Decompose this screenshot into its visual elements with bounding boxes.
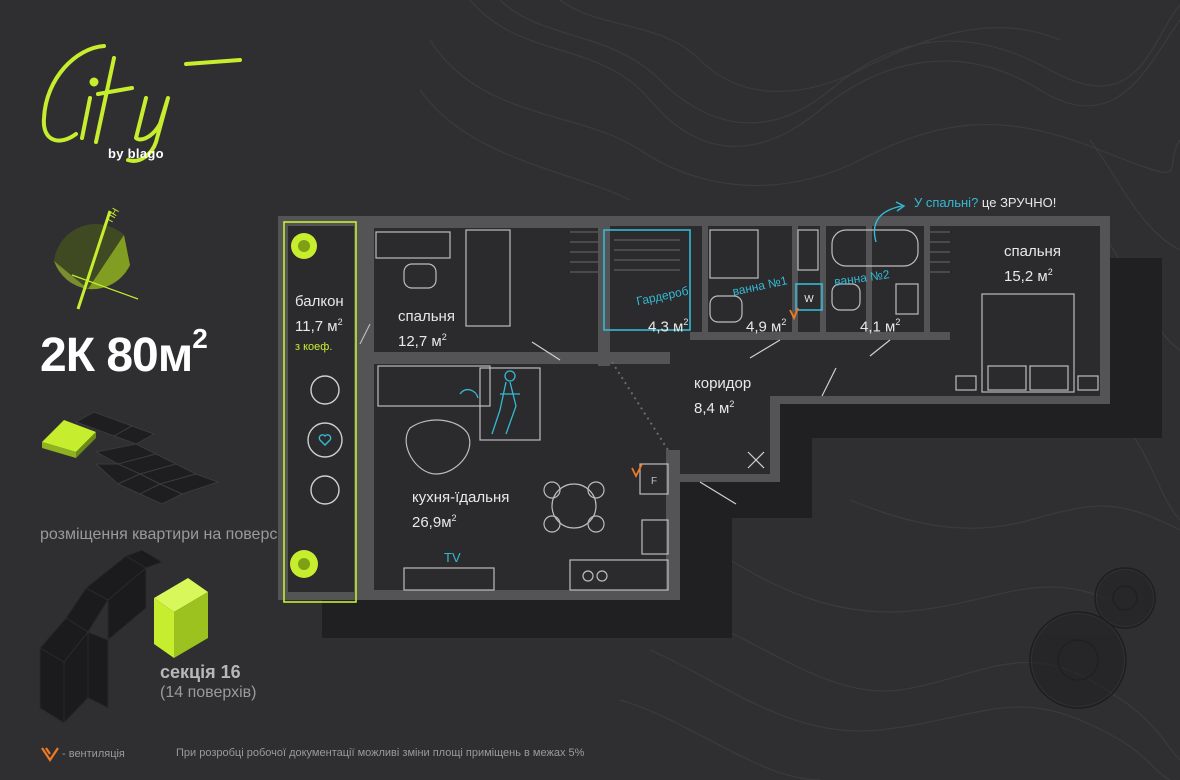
flat-type-title: 2К 80м2 [40,323,208,383]
bath-1-area-value: 4,9 м [746,318,782,336]
corridor-name: коридор [694,375,752,392]
flat-type-sup: 2 [192,323,208,354]
logo-subtitle: by blago [108,146,164,161]
balcony-name: балкон [295,293,344,310]
room-kitchen: кухня-їдальня 26,9м2 [412,488,509,533]
kitchen-area-sup: 2 [451,513,457,523]
corridor-area-value: 8,4 м [694,400,730,417]
bath-1-area: 4,9 м2 [746,312,786,337]
bedroom-1-area-value: 12,7 м [398,333,442,350]
bedroom-2-area-sup: 2 [1047,267,1053,277]
washer-label: W [804,294,814,305]
bath-2-area: 4,1 м2 [860,312,900,337]
kitchen-area: 26,9м2 [412,508,509,533]
bedroom-1-name: спальня [398,308,455,325]
balcony-coef: з коеф. [295,341,333,353]
fridge-label: F [651,476,657,487]
room-bedroom-1: спальня 12,7 м2 [398,307,455,352]
floor-plan-drawing: W F [278,201,1162,638]
wardrobe-area-value: 4,3 м [648,318,684,336]
tv-label: TV [444,550,461,565]
kitchen-name: кухня-їдальня [412,489,510,506]
note-answer: це ЗРУЧНО! [981,195,1057,210]
bath-2-area-sup: 2 [895,317,901,327]
bath-1-area-sup: 2 [781,317,787,327]
corridor-area: 8,4 м2 [694,394,751,419]
note-question: У спальні? [914,195,979,210]
flat-type-text: 2К 80м [40,329,193,382]
wardrobe-area-sup: 2 [683,317,689,327]
vent-icon [41,747,59,762]
wardrobe-area: 4,3 м2 [648,312,688,337]
disclaimer-text: При розробці робочої документації можлив… [176,747,585,759]
floor-caption: розміщення квартири на поверсі [40,526,281,543]
bath-2-area-value: 4,1 м [860,318,896,336]
apartment-floor-plan: W F [270,190,1180,780]
bedroom-2-area-value: 15,2 м [1004,268,1048,285]
floor-position-diagram [42,411,220,505]
balcony-area-sup: 2 [337,317,343,327]
bedroom-note: У спальні? це ЗРУЧНО! [914,193,1056,213]
vent-legend: - вентиляція [40,744,125,764]
room-balcony: балкон 11,7 м2 з коеф. [295,292,344,357]
corridor-area-sup: 2 [729,399,735,409]
plant-icons [290,233,318,578]
balcony-area: 11,7 м2 [295,312,344,337]
city-logo [41,44,242,163]
kitchen-area-value: 26,9м [412,514,452,531]
section-floors: (14 поверхів) [160,684,257,701]
room-corridor: коридор 8,4 м2 [694,374,751,419]
vent-legend-label: - вентиляція [62,748,125,760]
section-position-diagram [39,549,208,725]
bedroom-1-area: 12,7 м2 [398,327,455,352]
bedroom-2-area: 15,2 м2 [1004,262,1061,287]
room-bedroom-2: спальня 15,2 м2 [1004,242,1061,287]
bedroom-2-name: спальня [1004,243,1061,260]
compass-icon: ПН [54,207,139,310]
balcony-area-value: 11,7 м [295,318,338,335]
section-title: секція 16 [160,662,241,682]
bedroom-1-area-sup: 2 [441,332,447,342]
